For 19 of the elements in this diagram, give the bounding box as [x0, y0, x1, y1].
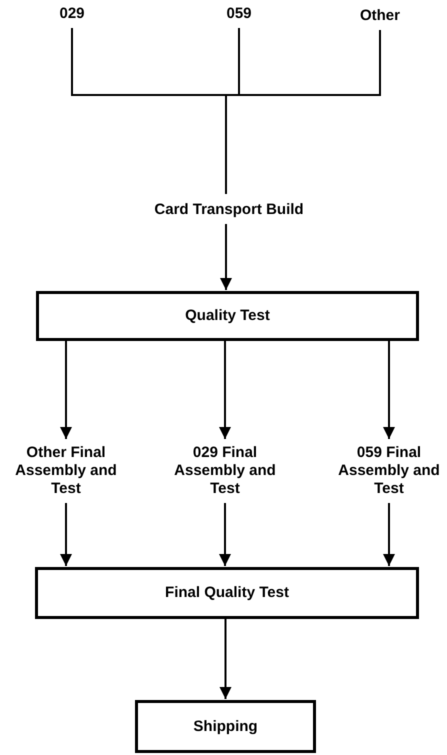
- arrow: [383, 503, 395, 566]
- source-label: Other: [355, 6, 405, 26]
- source-label: 059: [219, 4, 259, 24]
- arrow: [219, 503, 231, 566]
- source-label: 029: [52, 4, 92, 24]
- arrow: [60, 503, 72, 566]
- step-label: Other Final Assembly and Test: [8, 443, 124, 499]
- connector-line: [225, 30, 381, 194]
- step-label: 059 Final Assembly and Test: [331, 443, 447, 499]
- arrow: [60, 341, 72, 439]
- process-box: Quality Test: [36, 291, 419, 341]
- arrow: [219, 341, 231, 439]
- arrow: [220, 224, 232, 290]
- arrow: [220, 619, 232, 699]
- process-box: Shipping: [135, 700, 316, 753]
- step-label: Card Transport Build: [146, 200, 312, 220]
- step-label: 029 Final Assembly and Test: [166, 443, 284, 499]
- arrow: [383, 341, 395, 439]
- process-box: Final Quality Test: [35, 567, 419, 619]
